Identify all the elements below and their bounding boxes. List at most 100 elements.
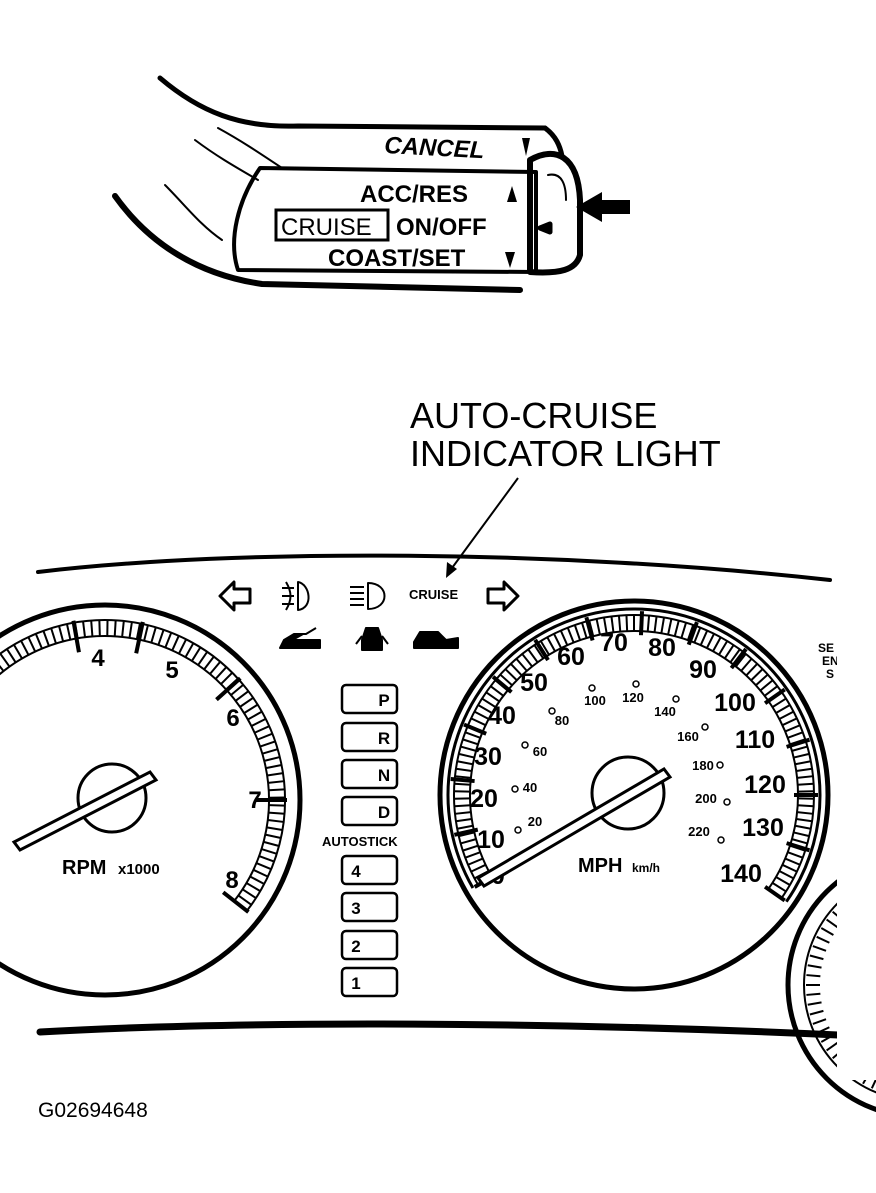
speedometer-minor-tick: [764, 685, 778, 697]
tachometer-minor-tick: [267, 772, 284, 777]
speedometer-minor-tick: [646, 615, 651, 632]
manual-gear-label: 3: [351, 899, 360, 918]
tachometer-rim: [0, 602, 303, 998]
side-gauge-tick: [826, 918, 839, 929]
speedometer-minor-tick: [784, 724, 801, 733]
speedometer-minor-tick: [771, 697, 787, 708]
speedometer-scale: 0102030405060708090100110120130140: [446, 607, 822, 903]
speedometer-kmh-dot: [632, 680, 640, 688]
tachometer-minor-tick: [261, 848, 278, 855]
speedometer-major-tick: [453, 827, 479, 837]
tachometer-hub: [76, 762, 148, 834]
speedometer-minor-tick: [712, 636, 722, 652]
speedometer-mph-label: 20: [470, 785, 498, 813]
cluster-frame: [36, 553, 842, 1039]
tachometer-minor-tick: [197, 651, 209, 666]
speedometer-kmh-label: 20: [528, 814, 542, 829]
speedometer-mph-label: 110: [735, 726, 775, 754]
speedometer-minor-tick: [515, 658, 528, 672]
speedometer-minor-tick: [784, 857, 801, 866]
tachometer-minor-tick: [27, 636, 37, 653]
speedometer-unit-label: km/h: [632, 861, 660, 875]
side-gauge-tick: [820, 1034, 834, 1043]
speedometer-minor-tick: [796, 811, 814, 815]
tachometer-minor-tick: [50, 627, 57, 644]
tachometer-minor-tick: [237, 894, 252, 906]
speedometer-minor-tick: [460, 745, 477, 752]
speedometer-minor-tick: [759, 679, 774, 692]
tachometer-minor-tick: [65, 623, 72, 640]
side-gauge-tick: [812, 945, 827, 952]
manual-gear-label: 4: [351, 862, 361, 881]
speedometer-minor-tick: [735, 653, 747, 668]
speedometer-minor-tick: [771, 882, 787, 893]
tachometer-minor-tick: [150, 627, 157, 643]
speedometer-minor-tick: [686, 624, 695, 641]
speedometer-minor-tick: [595, 618, 601, 635]
speedometer-minor-tick: [457, 760, 474, 766]
speedometer-minor-tick: [699, 630, 709, 646]
speedometer-minor-tick: [533, 644, 545, 659]
speedometer-mph-label: 10: [477, 826, 505, 854]
speedometer-minor-tick: [718, 640, 729, 656]
tachometer-major-tick: [134, 621, 145, 654]
speedometer-minor-tick: [729, 648, 741, 663]
speedometer-minor-tick: [787, 731, 804, 739]
tachometer-minor-tick: [257, 732, 273, 741]
tachometer-major-tick: [215, 676, 242, 702]
tachometer-minor-tick: [267, 780, 285, 784]
speedometer-minor-tick: [755, 673, 769, 687]
car-hood-icon: [279, 627, 321, 649]
tachometer-minor-tick: [113, 620, 117, 637]
tachometer-minor-tick: [259, 740, 276, 748]
tachometer-minor-tick: [262, 748, 278, 755]
tachometer-minor-tick: [265, 764, 282, 770]
callout-leader-line: [451, 477, 519, 569]
gear-box: [340, 758, 399, 790]
speedometer-minor-tick: [527, 648, 539, 663]
cruise-button-frame: [274, 208, 390, 242]
cruise-button-label: CRUISE: [281, 214, 372, 241]
speedometer-minor-tick: [667, 618, 673, 635]
gear-box: [340, 795, 399, 827]
speedometer-kmh-label: 140: [654, 704, 676, 719]
tachometer-minor-tick: [191, 646, 202, 662]
speedometer-kmh-dot: [521, 741, 529, 749]
acc-res-arrow-icon: [507, 186, 517, 202]
speedometer-kmh-label: 80: [555, 713, 569, 728]
speedometer-mph-label: 130: [742, 814, 784, 842]
speedometer-kmh-dot: [723, 798, 731, 806]
speedometer-minor-tick: [653, 616, 658, 633]
side-gauge-label: EN: [822, 654, 839, 668]
tachometer-needle: [11, 770, 159, 852]
manual-gear-box: [340, 891, 399, 923]
speedometer-minor-tick: [740, 658, 753, 672]
speedometer-kmh-label: 200: [695, 791, 717, 806]
speedometer-minor-tick: [794, 760, 811, 766]
tachometer-tick-label: 8: [225, 867, 238, 894]
gear-box: [340, 683, 399, 715]
speedometer-minor-tick: [673, 620, 680, 637]
speedometer-minor-tick: [470, 863, 487, 873]
tachometer-minor-tick: [268, 788, 285, 792]
cruise-control-stalk: [112, 75, 583, 293]
speedometer-rim: [437, 598, 831, 992]
tachometer-minor-tick: [265, 833, 282, 840]
gear-label: R: [378, 729, 390, 748]
speedometer-minor-tick: [457, 824, 474, 830]
side-gauge-tick: [809, 1009, 824, 1016]
tachometer-minor-tick: [268, 804, 285, 807]
speedometer-minor-tick: [781, 717, 798, 727]
speedometer-minor-tick: [796, 767, 813, 773]
speedometer-minor-tick: [454, 775, 472, 779]
speedometer-minor-tick: [793, 752, 810, 759]
tachometer-minor-tick: [245, 882, 261, 892]
speedometer-minor-tick: [458, 752, 475, 759]
side-gauge-label: S: [826, 667, 834, 681]
speedometer-kmh-dot: [514, 826, 522, 834]
speedometer-minor-tick: [775, 876, 791, 886]
side-gauge-tick: [816, 1026, 830, 1035]
gear-label: D: [378, 803, 390, 822]
speedometer-minor-tick: [796, 775, 814, 779]
